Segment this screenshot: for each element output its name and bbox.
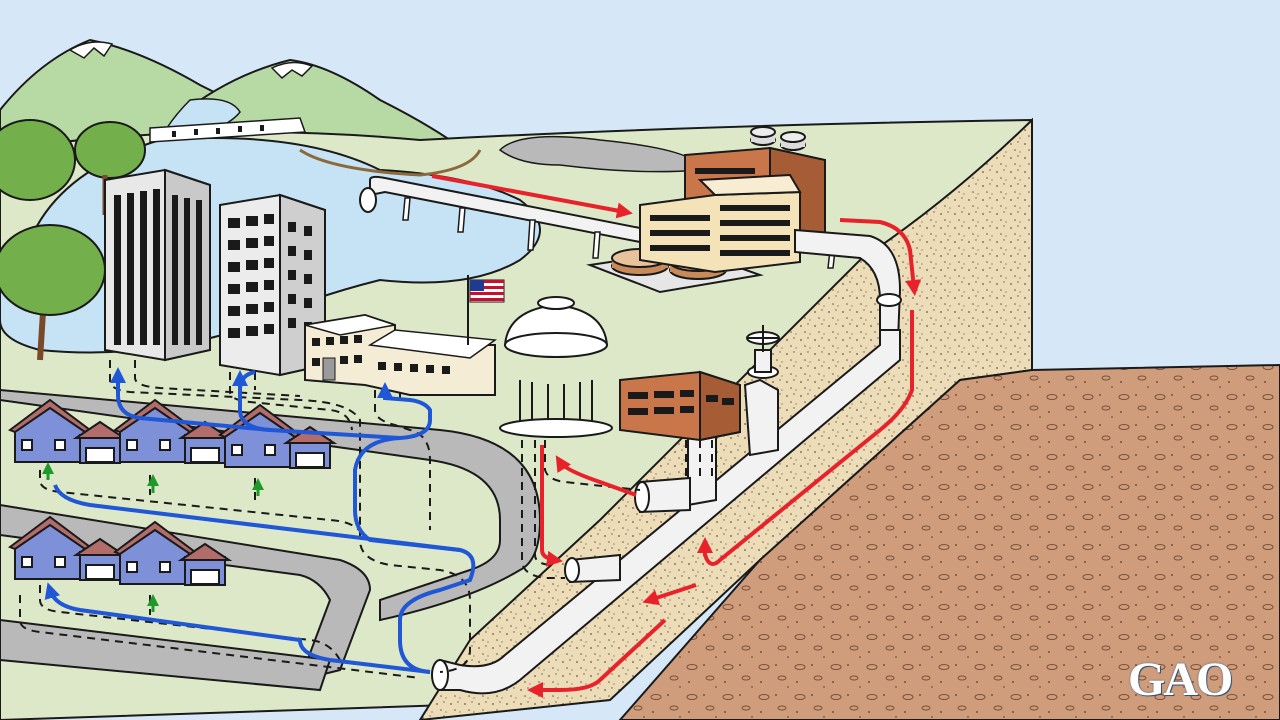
mountain-snow-right [270, 61, 314, 80]
waste-water-flow [431, 174, 922, 698]
road-upper [0, 388, 542, 622]
road-bottom [0, 618, 332, 692]
valve-wheel-icon [746, 325, 780, 352]
dam-gates [172, 125, 264, 137]
gao-logo: GAO [1128, 653, 1233, 706]
us-flag-icon [467, 275, 505, 345]
shoreline-right [299, 148, 482, 177]
house-row-lower [7, 515, 233, 586]
soil [618, 363, 1280, 720]
skyscraper-tall [104, 168, 211, 362]
treated-water-flow [44, 367, 476, 674]
water-tower-icon [499, 296, 613, 438]
dam [149, 117, 307, 143]
supply-arrows [42, 462, 264, 612]
school-building [304, 313, 498, 396]
treatment-plant [586, 126, 826, 294]
mountain-snow-left [68, 41, 114, 59]
intake-pipe [359, 175, 836, 269]
pump-station [619, 370, 741, 442]
